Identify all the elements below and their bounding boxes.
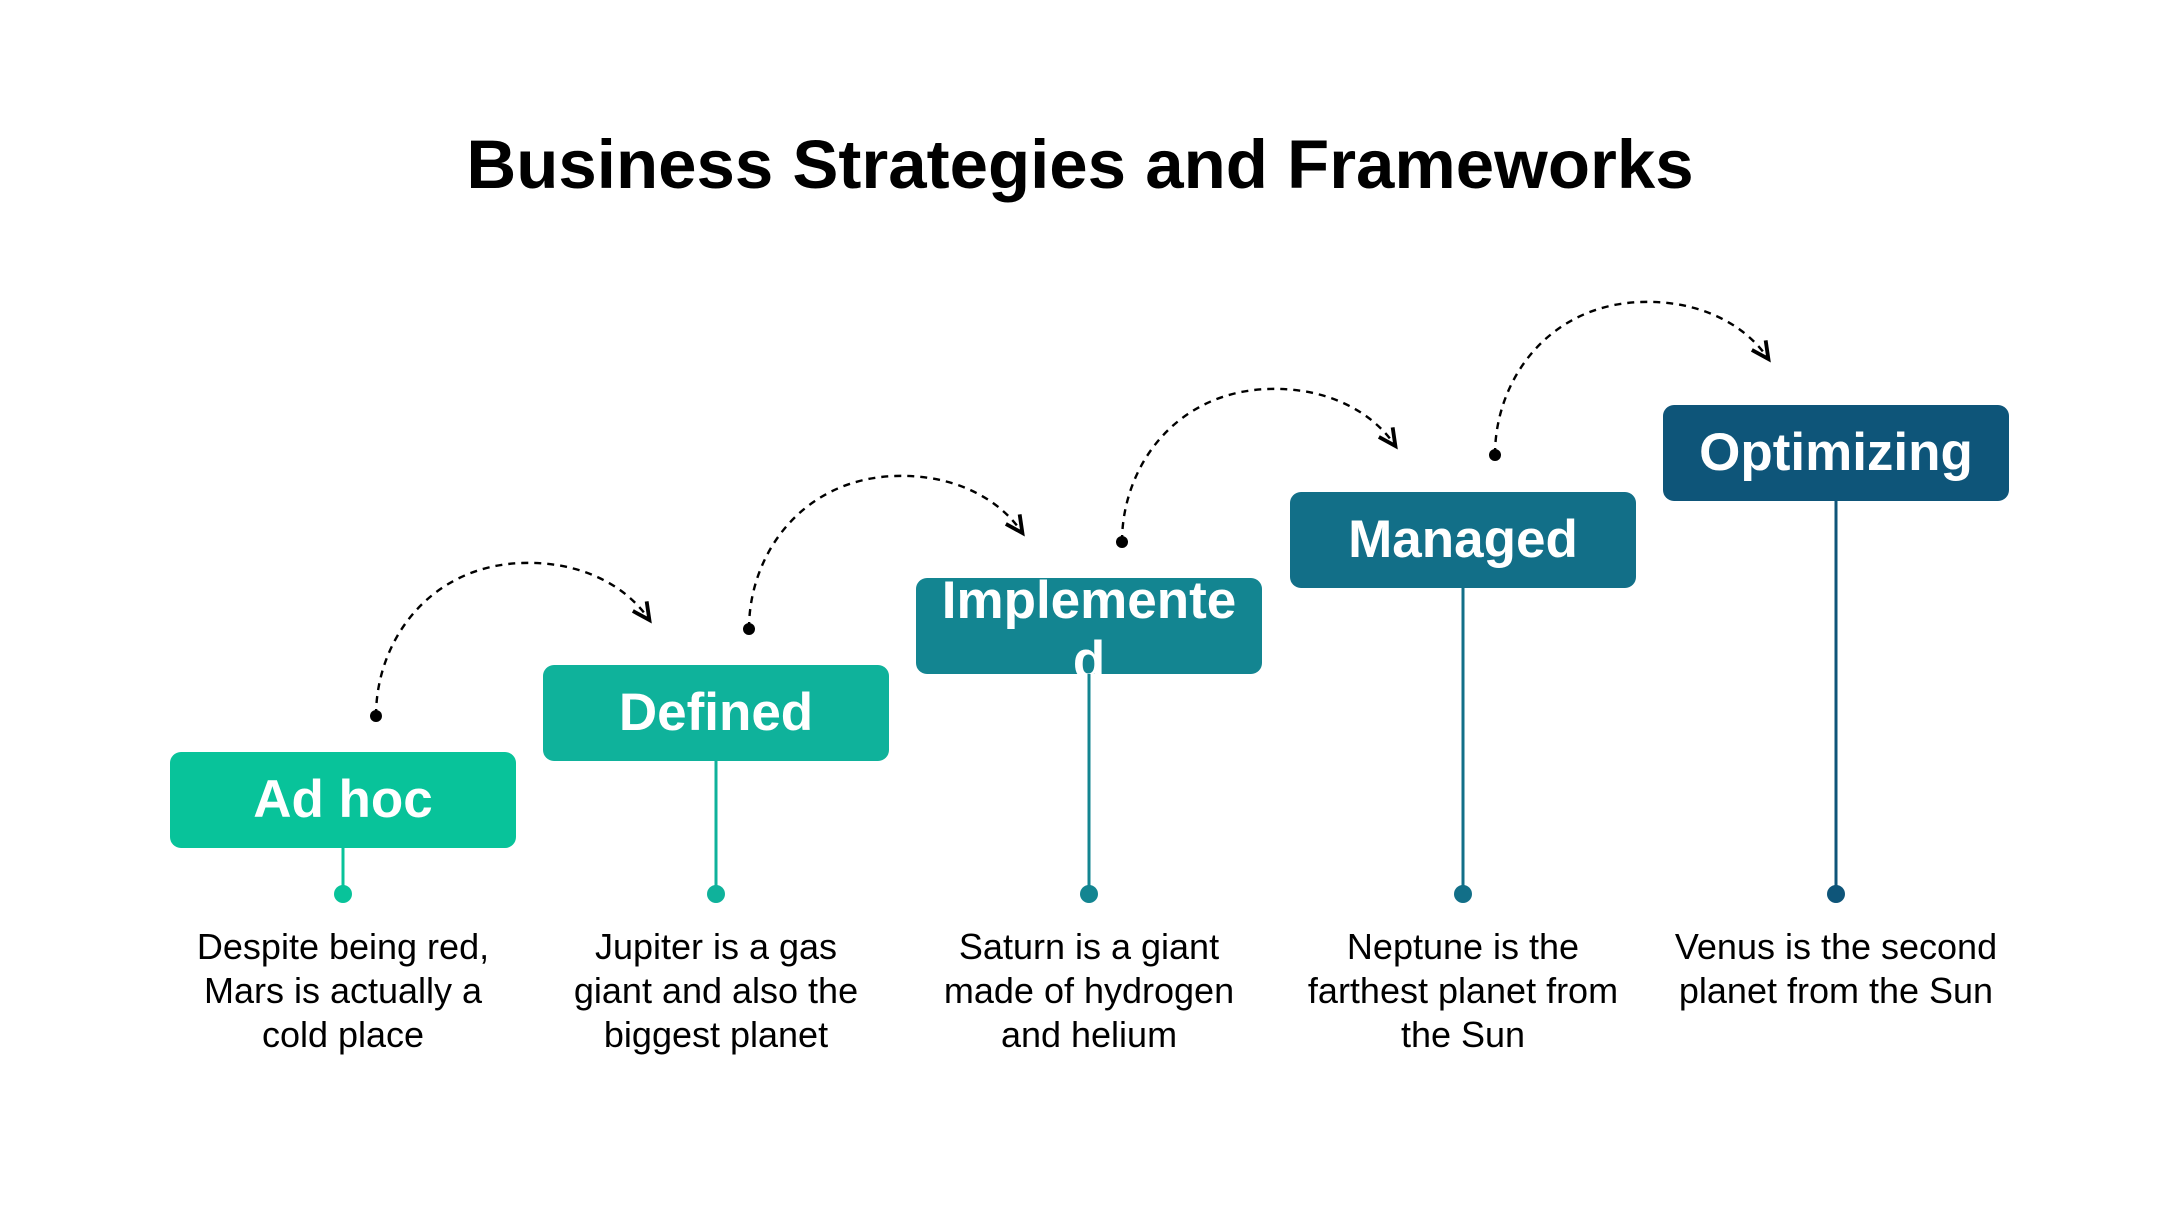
stage-managed-description: Neptune is the farthest planet from the … [1307, 926, 1619, 1055]
stage-optimizing-description: Venus is the second planet from the Sun [1674, 926, 1998, 1011]
stage-defined-label: Defined [618, 683, 814, 742]
stage-implemented: Implemented [916, 578, 1262, 674]
stage-managed: Managed [1290, 492, 1636, 588]
stage-defined-description: Jupiter is a gas giant and also the bigg… [573, 926, 859, 1055]
stage-managed-label: Managed [1348, 510, 1578, 569]
curved-arrow-3-start-dot [1116, 536, 1128, 548]
curved-arrow-2-start-dot [743, 623, 755, 635]
stage-implemented-dot [1080, 885, 1098, 903]
stage-ad-hoc-description: Despite being red, Mars is actually a co… [196, 926, 490, 1055]
curved-arrow-4-start-dot [1489, 449, 1501, 461]
stage-implemented-label: Implemented [941, 578, 1237, 674]
stage-implemented-description: Saturn is a giant made of hydrogen and h… [943, 926, 1235, 1055]
slide-title: Business Strategies and Frameworks [466, 126, 1694, 203]
stage-defined-dot [707, 885, 725, 903]
stage-ad-hoc: Ad hoc [170, 752, 516, 848]
stage-optimizing-label: Optimizing [1699, 423, 1973, 482]
stage-ad-hoc-dot [334, 885, 352, 903]
curved-arrow-1-start-dot [370, 710, 382, 722]
stage-optimizing: Optimizing [1663, 405, 2009, 501]
stage-defined: Defined [543, 665, 889, 761]
stage-optimizing-dot [1827, 885, 1845, 903]
stage-managed-dot [1454, 885, 1472, 903]
stage-ad-hoc-label: Ad hoc [253, 770, 433, 829]
